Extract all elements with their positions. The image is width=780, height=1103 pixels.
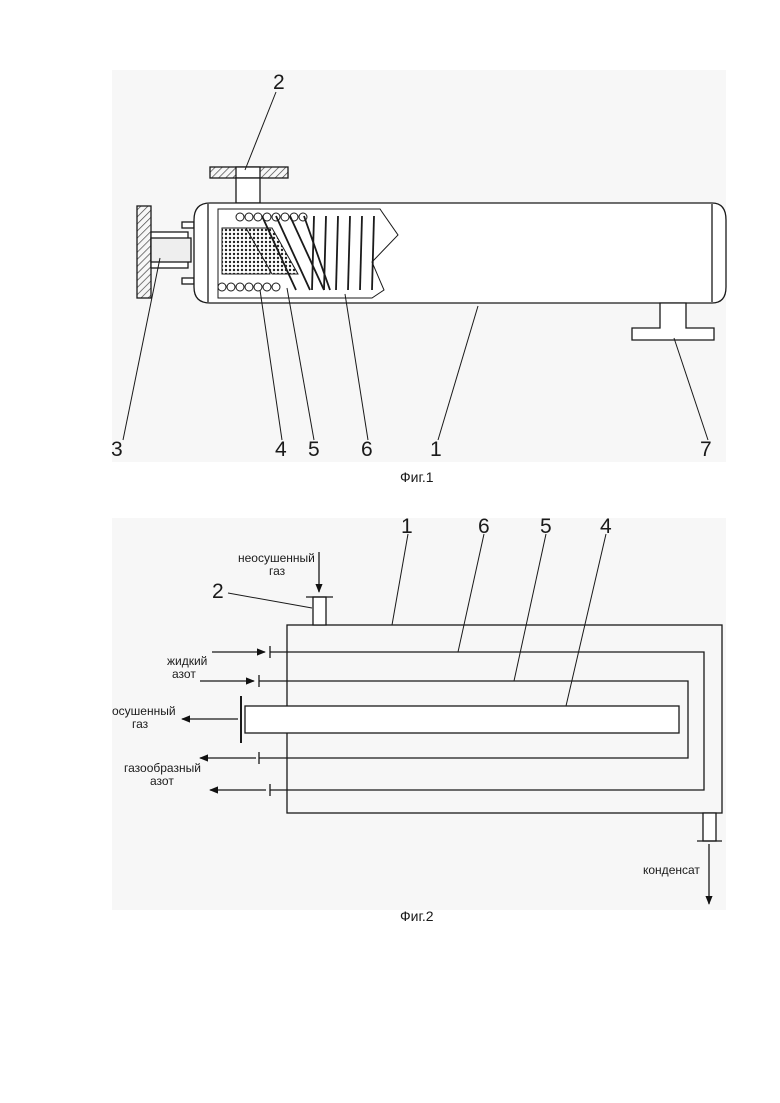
callout-1: 1 (430, 438, 442, 461)
undried-gas-label-line1: неосушенный (238, 551, 315, 565)
callout-4: 4 (275, 438, 287, 461)
dried-gas-label-line1: осушенный (112, 704, 176, 718)
schematic-callout-5: 5 (540, 515, 552, 538)
liquid-nitrogen-label-line2: азот (172, 667, 196, 681)
callout-2: 2 (273, 71, 285, 94)
schematic-callout-6: 6 (478, 515, 490, 538)
condensate-label: конденсат (643, 863, 700, 877)
callout-3: 3 (111, 438, 123, 461)
schematic-callout-4: 4 (600, 515, 612, 538)
gaseous-nitrogen-label-line1: газообразный (124, 761, 201, 775)
inner-tube (245, 706, 679, 733)
cutaway-section (218, 209, 398, 298)
callout-5: 5 (308, 438, 320, 461)
callout-7: 7 (700, 438, 712, 461)
schematic-callout-1: 1 (401, 515, 413, 538)
schematic-callout-2: 2 (212, 580, 224, 603)
gaseous-nitrogen-label-line2: азот (150, 774, 174, 788)
figure2-caption: Фиг.2 (400, 908, 434, 924)
liquid-nitrogen-label-line1: жидкий (167, 654, 207, 668)
undried-gas-label-line2: газ (269, 564, 286, 578)
callout-6: 6 (361, 438, 373, 461)
dried-gas-label-line2: газ (132, 717, 149, 731)
figure1-caption: Фиг.1 (400, 469, 434, 485)
